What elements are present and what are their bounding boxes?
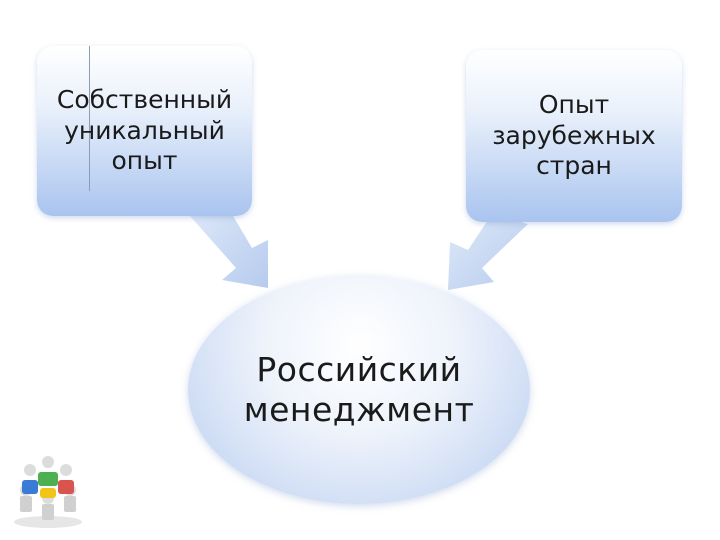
russian-management-ellipse: Российский менеджмент	[188, 276, 530, 504]
teamwork-puzzle-icon	[8, 452, 88, 532]
russian-management-label: Российский менеджмент	[244, 350, 475, 431]
foreign-experience-box: Опыт зарубежных стран	[466, 50, 682, 222]
own-experience-box: Собственный уникальный опыт	[37, 46, 252, 216]
own-experience-label: Собственный уникальный опыт	[57, 85, 232, 177]
arrow-down-right-icon	[190, 204, 268, 288]
foreign-experience-label: Опыт зарубежных стран	[492, 90, 655, 182]
arrow-down-left-icon	[448, 214, 528, 290]
